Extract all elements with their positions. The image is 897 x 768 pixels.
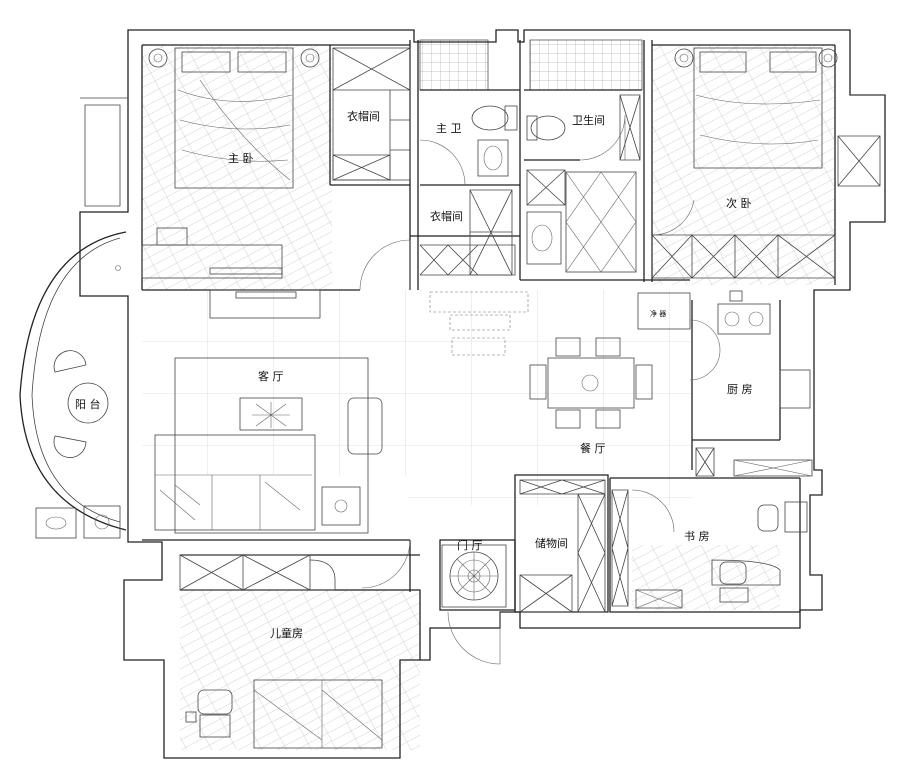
kids-room-furniture — [179, 554, 383, 749]
label-storage: 储物间 — [535, 536, 568, 550]
second-bedroom-furniture — [651, 47, 838, 279]
label-kitchen: 厨 房 — [727, 383, 753, 396]
label-walkin-closet-2: 衣帽间 — [430, 209, 463, 223]
label-second-bedroom: 次 卧 — [726, 196, 752, 210]
dining-furniture — [429, 291, 691, 429]
study-furniture — [611, 489, 808, 609]
label-living-room: 客 厅 — [258, 369, 284, 383]
label-kids-room: 儿童房 — [270, 626, 303, 640]
label-water-heater: 净 器 — [650, 309, 666, 318]
living-room-furniture — [154, 289, 383, 534]
walls — [79, 29, 886, 759]
label-study: 书 房 — [684, 530, 710, 543]
label-master-bath: 主 卫 — [436, 122, 462, 135]
master-bedroom-furniture — [141, 47, 411, 279]
storage-shelves — [519, 479, 606, 613]
label-balcony: 阳 台 — [75, 397, 101, 411]
floor-patterns — [142, 39, 834, 750]
label-foyer: 门 厅 — [457, 538, 483, 552]
bathroom-fixtures — [526, 94, 641, 273]
balcony-features — [19, 231, 127, 539]
label-bathroom: 卫生间 — [572, 113, 605, 127]
label-master-bedroom: 主 卧 — [228, 152, 254, 165]
label-dining-room: 餐 厅 — [580, 441, 606, 455]
foyer-features — [441, 544, 507, 608]
master-bath-fixtures — [419, 105, 518, 276]
room-labels: 主 卧 衣帽间 主 卫 衣帽间 卫生间 次 卧 阳 台 客 厅 餐 厅 厨 房 … — [75, 109, 753, 640]
kitchen-fixtures — [695, 290, 813, 477]
doors — [359, 114, 721, 665]
label-walkin-closet-1: 衣帽间 — [347, 109, 380, 123]
